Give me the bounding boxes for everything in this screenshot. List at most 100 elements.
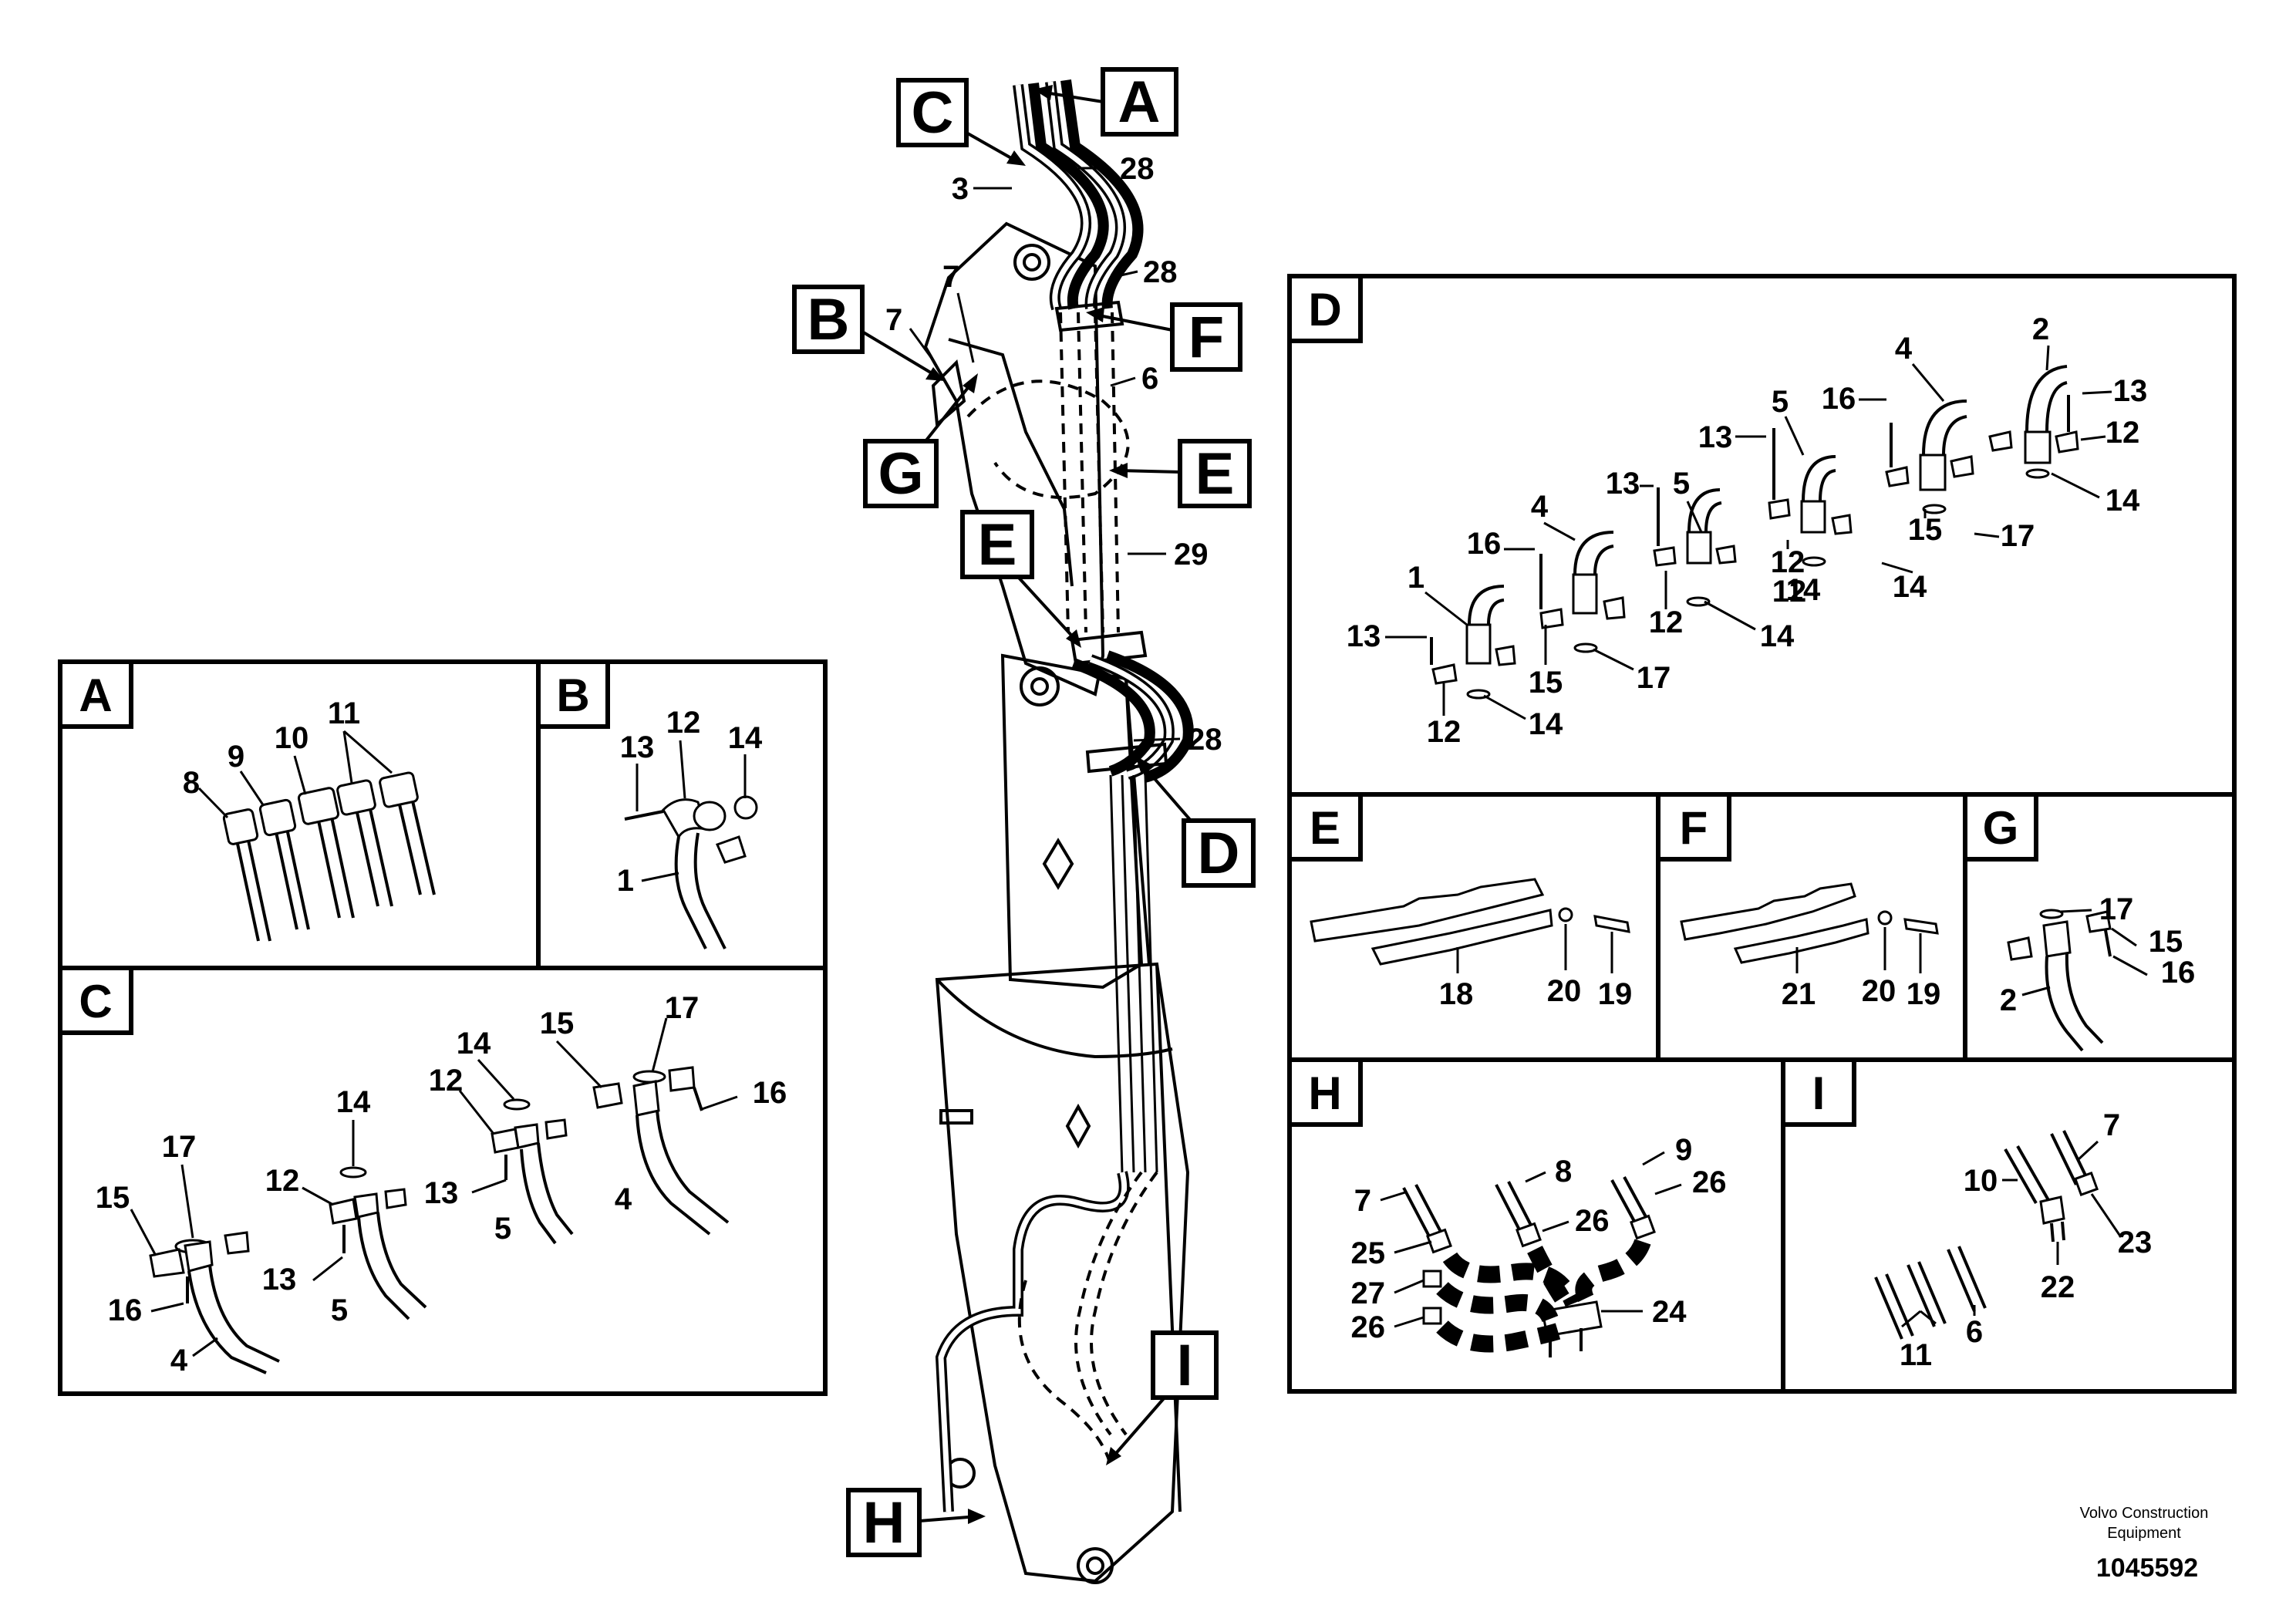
part-label: 13 — [620, 730, 655, 764]
callout-d: D — [1135, 756, 1256, 888]
panel-b: B 13 12 14 1 — [536, 659, 828, 970]
panel-i-letter: I — [1812, 1067, 1826, 1119]
part-label: 20 — [1862, 974, 1896, 1008]
part-label: 8 — [1555, 1155, 1572, 1189]
part-label: 14 — [2106, 484, 2140, 518]
part-label: 5 — [1772, 385, 1789, 419]
part-label: 12 — [1427, 715, 1462, 749]
part-label: 22 — [2041, 1270, 2075, 1304]
part-label: 21 — [1782, 977, 1816, 1011]
part-label: 11 — [328, 696, 360, 730]
part-label: 14 — [1760, 619, 1795, 653]
part-label: 12 — [265, 1164, 300, 1198]
footer-brand: Volvo Construction Equipment 1045592 — [2080, 1505, 2209, 1583]
panel-f-letter: F — [1680, 802, 1708, 854]
panel-d-letter: D — [1308, 284, 1341, 336]
fitting-set-1 — [1430, 585, 1516, 700]
callout-d-letter: D — [1198, 821, 1240, 886]
panel-h: H 7 8 9 26 25 26 27 26 24 — [1287, 1057, 1785, 1394]
part-label: 12 — [429, 1064, 464, 1098]
callout-a-letter: A — [1118, 69, 1161, 135]
part-label: 11 — [1900, 1338, 1932, 1372]
panel-a: A 8 9 10 11 — [58, 659, 541, 970]
part-label: 15 — [2149, 925, 2183, 959]
part-label: 12 — [1772, 575, 1807, 609]
part-label: 28 — [1188, 723, 1222, 757]
panel-c-letter: C — [79, 976, 112, 1027]
part-label: 25 — [1351, 1236, 1386, 1270]
part-label: 13 — [424, 1176, 459, 1210]
part-label: 13 — [262, 1263, 297, 1297]
part-label: 24 — [1652, 1295, 1687, 1329]
panel-g: G 17 15 16 2 — [1963, 792, 2237, 1062]
part-label: 16 — [753, 1076, 787, 1110]
part-label: 14 — [457, 1027, 491, 1061]
part-label: 12 — [2106, 416, 2140, 450]
callout-b: B — [792, 285, 945, 381]
part-label: 4 — [170, 1344, 188, 1378]
part-label: 10 — [1964, 1164, 1998, 1198]
brand-line-2: Equipment — [2107, 1525, 2181, 1542]
callout-e-lower: E — [960, 510, 1081, 648]
part-label: 17 — [2001, 519, 2035, 553]
part-label: 8 — [183, 766, 200, 800]
fitting-set-2 — [1539, 531, 1626, 653]
part-label: 26 — [1692, 1165, 1727, 1199]
fitting-set-5 — [1885, 400, 1974, 514]
fitting-set-6 — [1988, 365, 2079, 479]
part-label: 5 — [331, 1293, 348, 1327]
callout-e-lower-letter: E — [978, 512, 1017, 578]
part-label: 4 — [1895, 332, 1913, 366]
part-label: 5 — [494, 1212, 511, 1246]
callout-f: F — [1086, 302, 1242, 372]
part-label: 16 — [1467, 527, 1502, 561]
part-label: 14 — [336, 1085, 371, 1119]
callout-b-letter: B — [807, 287, 850, 352]
callout-e-upper: E — [1109, 439, 1252, 508]
part-label: 12 — [1649, 605, 1684, 639]
part-label: 29 — [1174, 538, 1209, 572]
part-label: 9 — [1675, 1133, 1692, 1167]
part-label: 6 — [1966, 1315, 1983, 1349]
part-label: 23 — [2118, 1226, 2153, 1259]
panel-b-letter: B — [556, 669, 589, 721]
boom-illustration — [923, 79, 1194, 1584]
panel-c: C 17 15 16 4 — [58, 966, 828, 1396]
part-label: 19 — [1598, 977, 1633, 1011]
callout-g: G — [863, 373, 978, 508]
document-number: 1045592 — [2096, 1553, 2198, 1583]
part-label: 14 — [1529, 707, 1563, 741]
part-label: 14 — [1893, 570, 1927, 604]
part-label: 16 — [108, 1293, 143, 1327]
panel-f: F 21 20 19 — [1656, 792, 1967, 1062]
panel-a-letter: A — [79, 669, 112, 721]
part-label: 4 — [1531, 490, 1549, 524]
part-label: 27 — [1351, 1276, 1386, 1310]
part-label: 1 — [1408, 561, 1424, 595]
part-label: 17 — [665, 991, 700, 1025]
part-label: 26 — [1575, 1204, 1610, 1238]
part-label: 14 — [728, 721, 763, 755]
callout-e-upper-letter: E — [1195, 441, 1235, 507]
part-label: 28 — [1143, 255, 1178, 289]
part-label: 12 — [1771, 545, 1805, 579]
part-label: 17 — [2099, 892, 2134, 926]
part-label: 17 — [162, 1130, 197, 1164]
panel-e: E 18 20 19 — [1287, 792, 1660, 1062]
callout-a: A — [1033, 67, 1178, 137]
part-label: 9 — [228, 740, 244, 774]
hose-fittings — [222, 771, 436, 942]
part-label: 10 — [275, 721, 309, 755]
callout-g-letter: G — [878, 441, 923, 507]
fitting-set-4 — [1768, 428, 1853, 567]
part-label: 20 — [1547, 974, 1582, 1008]
part-label: 18 — [1439, 977, 1474, 1011]
main-callouts: A C B G F E — [792, 67, 1256, 1557]
main-part-labels: 3 28 28 7 7 6 29 28 — [885, 152, 1222, 757]
part-label: 7 — [885, 303, 902, 337]
part-label: 7 — [2103, 1108, 2120, 1142]
part-label: 15 — [96, 1181, 130, 1215]
part-label: 4 — [615, 1182, 632, 1216]
callout-c-letter: C — [912, 80, 954, 146]
